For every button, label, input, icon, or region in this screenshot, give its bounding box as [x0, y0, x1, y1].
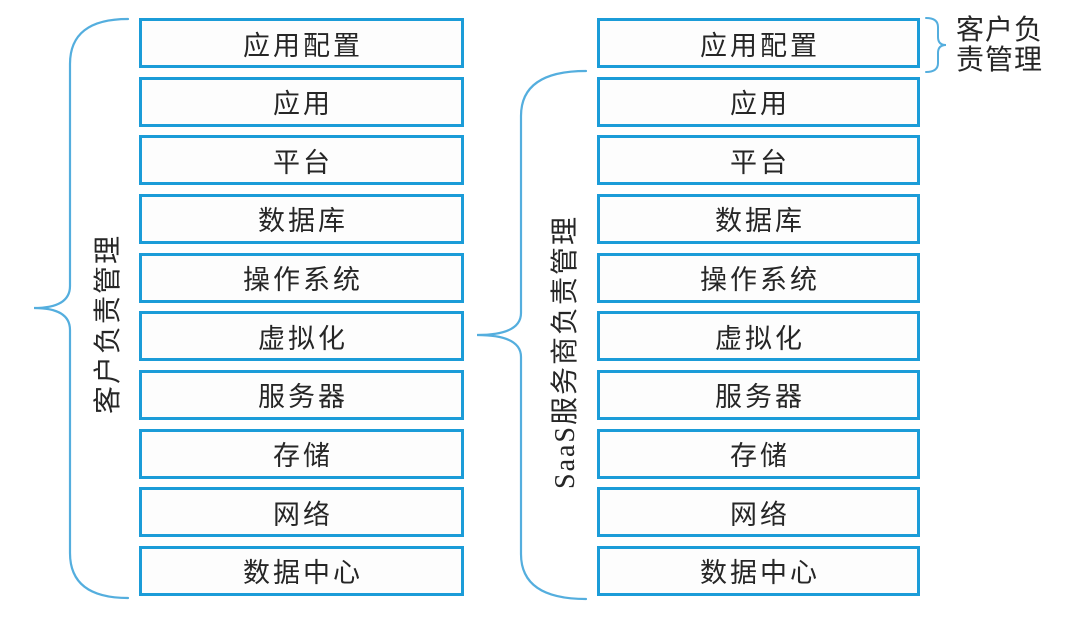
layer-box-app-config: 应用配置	[139, 18, 464, 68]
layer-box-server: 服务器	[139, 369, 464, 420]
app-config-brace-label: 客户负责管理	[956, 15, 1044, 76]
layer-box-network: 网络	[597, 487, 920, 538]
customer-managed-stack: 应用配置 应用 平台 数据库 操作系统 虚拟化 服务器 存储 网络 数据中心	[139, 18, 464, 596]
layer-box-application: 应用	[597, 76, 920, 127]
left-stack-brace	[33, 17, 130, 600]
right-brace-label: SaaS服务商负责管理	[550, 214, 581, 490]
layer-box-database: 数据库	[139, 193, 464, 244]
layer-box-virtualization: 虚拟化	[139, 311, 464, 362]
right-stack-brace	[476, 69, 588, 601]
layer-box-network: 网络	[139, 487, 464, 538]
layer-box-virtualization: 虚拟化	[597, 311, 920, 362]
saas-provider-managed-stack: 应用配置 应用 平台 数据库 操作系统 虚拟化 服务器 存储 网络 数据中心	[597, 18, 920, 596]
layer-box-platform: 平台	[139, 135, 464, 186]
layer-box-app-config: 应用配置	[597, 18, 920, 68]
layer-box-storage: 存储	[597, 428, 920, 479]
layer-box-os: 操作系统	[597, 252, 920, 303]
layer-box-storage: 存储	[139, 428, 464, 479]
layer-box-os: 操作系统	[139, 252, 464, 303]
layer-box-platform: 平台	[597, 135, 920, 186]
layer-box-database: 数据库	[597, 193, 920, 244]
left-brace-label: 客户负责管理	[93, 233, 124, 415]
layer-box-server: 服务器	[597, 369, 920, 420]
layer-box-datacenter: 数据中心	[597, 545, 920, 596]
layer-box-application: 应用	[139, 76, 464, 127]
app-config-brace	[925, 17, 947, 73]
layer-box-datacenter: 数据中心	[139, 545, 464, 596]
